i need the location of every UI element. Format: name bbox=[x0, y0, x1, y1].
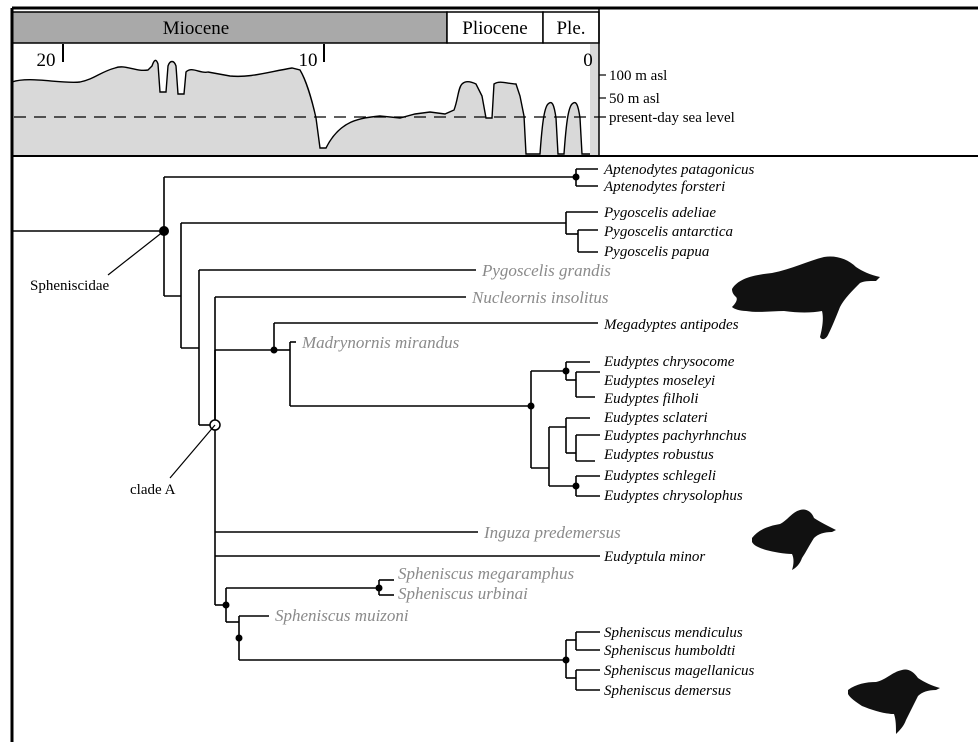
timeline-panel: Miocene Pliocene Ple. 20 10 0 100 m asl … bbox=[12, 8, 978, 742]
sea-label-100: 100 m asl bbox=[609, 68, 667, 84]
node bbox=[236, 635, 243, 642]
node bbox=[528, 403, 535, 410]
sea-label-50: 50 m asl bbox=[609, 91, 660, 107]
taxon-label: Pygoscelis adeliae bbox=[603, 205, 716, 221]
fossil-taxon-label: Spheniscus urbinai bbox=[398, 584, 528, 603]
taxon-label: Eudyptes schlegeli bbox=[603, 468, 716, 484]
fossil-taxon-label: Inguza predemersus bbox=[483, 523, 621, 542]
epoch-label-pliocene: Pliocene bbox=[462, 18, 527, 39]
taxon-label: Aptenodytes forsteri bbox=[603, 179, 725, 195]
fossil-taxon-label: Pygoscelis grandis bbox=[481, 261, 611, 280]
sea-label-present: present-day sea level bbox=[609, 110, 735, 126]
time-label-0: 0 bbox=[583, 50, 593, 71]
fossil-taxon-label: Madrynornis mirandus bbox=[301, 333, 460, 352]
fossil-taxon-label: Nucleornis insolitus bbox=[471, 288, 609, 307]
taxon-label: Aptenodytes patagonicus bbox=[603, 162, 755, 178]
node bbox=[563, 368, 570, 375]
epoch-label-pleistocene: Ple. bbox=[556, 18, 585, 39]
time-label-10: 10 bbox=[299, 50, 318, 71]
taxon-label: Eudyptes chrysocome bbox=[603, 354, 735, 370]
node bbox=[573, 174, 580, 181]
taxon-label: Eudyptes chrysolophus bbox=[603, 488, 743, 504]
clade-label-clade-a: clade A bbox=[130, 482, 176, 498]
time-label-20: 20 bbox=[37, 50, 56, 71]
node bbox=[573, 483, 580, 490]
taxon-label: Spheniscus humboldti bbox=[604, 643, 735, 659]
epoch-label-miocene: Miocene bbox=[163, 18, 229, 39]
taxon-label: Megadyptes antipodes bbox=[603, 317, 739, 333]
node bbox=[376, 585, 383, 592]
taxon-label: Eudyptes robustus bbox=[603, 447, 714, 463]
taxon-label: Pygoscelis antarctica bbox=[603, 224, 733, 240]
fossil-taxon-label: Spheniscus muizoni bbox=[275, 606, 409, 625]
clade-label-spheniscidae: Spheniscidae bbox=[30, 278, 109, 294]
penguin-silhouette-icon bbox=[752, 509, 836, 570]
taxon-label: Spheniscus mendiculus bbox=[604, 625, 743, 641]
taxon-label: Eudyptes pachyrhnchus bbox=[603, 428, 747, 444]
taxon-label: Eudyptes moseleyi bbox=[603, 373, 715, 389]
taxon-label: Eudyptes sclateri bbox=[603, 410, 708, 426]
penguin-silhouette-icon bbox=[732, 256, 880, 339]
taxon-label: Eudyptes filholi bbox=[603, 391, 699, 407]
phylogenetic-tree: Spheniscidae clade A Aptenodytes patagon… bbox=[12, 162, 755, 699]
node bbox=[563, 657, 570, 664]
node bbox=[223, 602, 230, 609]
node bbox=[271, 347, 278, 354]
taxon-label: Eudyptula minor bbox=[603, 549, 705, 565]
fossil-taxon-label: Spheniscus megaramphus bbox=[398, 564, 575, 583]
taxon-label: Spheniscus magellanicus bbox=[604, 663, 755, 679]
epoch-miocene bbox=[12, 12, 447, 43]
taxon-label: Spheniscus demersus bbox=[604, 683, 731, 699]
penguin-silhouette-icon bbox=[848, 669, 940, 734]
taxon-label: Pygoscelis papua bbox=[603, 244, 709, 260]
